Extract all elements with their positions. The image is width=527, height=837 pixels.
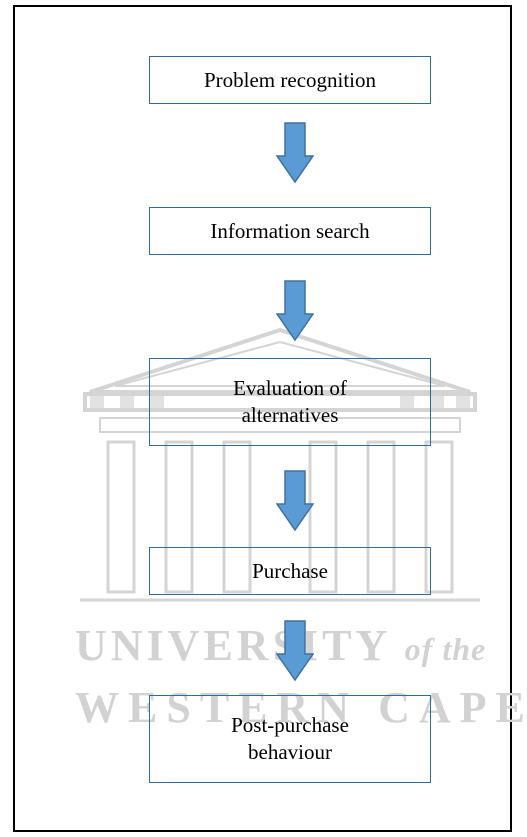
step-information-search: Information search	[149, 207, 431, 255]
step-label: Post-purchase behaviour	[231, 713, 349, 764]
down-arrow-icon	[276, 620, 314, 682]
step-label: Problem recognition	[203, 67, 377, 92]
step-problem-recognition: Problem recognition	[149, 56, 431, 104]
down-arrow-icon	[276, 122, 314, 184]
down-arrow-icon	[276, 280, 314, 342]
step-label: Purchase	[252, 558, 328, 583]
step-label: Information search	[210, 218, 370, 243]
step-post-purchase-behaviour: Post-purchase behaviour	[149, 695, 431, 783]
watermark-university: UNIVERSITY of the	[75, 621, 487, 670]
down-arrow-icon	[276, 470, 314, 532]
watermark-of-the: of the	[404, 631, 487, 667]
step-evaluation-of-alternatives: Evaluation of alternatives	[149, 358, 431, 446]
university-building-watermark	[80, 327, 480, 602]
step-purchase: Purchase	[149, 547, 431, 595]
step-label: Evaluation of alternatives	[233, 376, 347, 427]
